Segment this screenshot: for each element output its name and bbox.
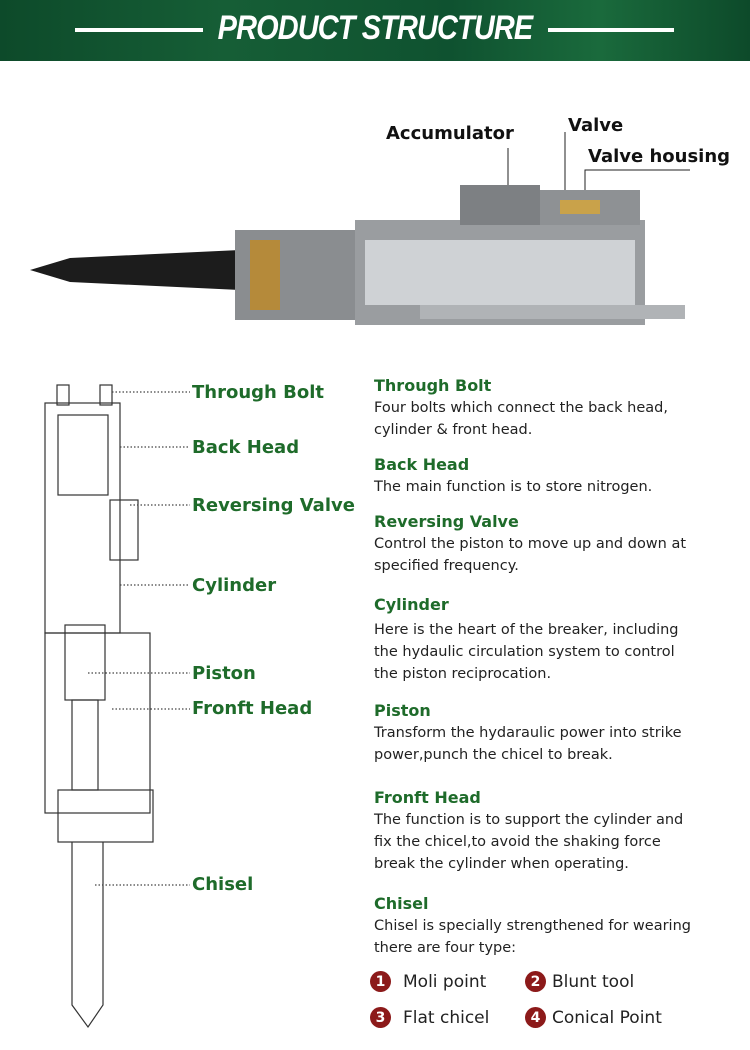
label-through-bolt: Through Bolt [192, 382, 324, 403]
section-title: Through Bolt [374, 376, 492, 395]
label-chisel: Chisel [192, 874, 254, 895]
divider [548, 28, 674, 32]
page-title: PRODUCT STRUCTURE [217, 9, 534, 47]
number-badge: 1 [370, 971, 391, 992]
label-back-head: Back Head [192, 437, 300, 458]
label-reversing-valve: Reversing Valve [192, 495, 355, 516]
text-line: The main function is to store nitrogen. [374, 479, 653, 495]
header-banner: PRODUCT STRUCTURE [0, 0, 750, 61]
label-cylinder: Cylinder [192, 575, 277, 596]
label-valve-housing: Valve housing [588, 146, 731, 167]
section-title: Cylinder [374, 595, 449, 614]
label-piston: Piston [192, 663, 256, 684]
text-line: power,punch the chicel to break. [374, 747, 613, 763]
text-line: specified frequency. [374, 558, 519, 574]
number-badge: 4 [525, 1007, 546, 1028]
text-line: fix the chicel,to avoid the shaking forc… [374, 834, 661, 850]
breaker-cutaway-illustration [30, 132, 690, 325]
text-line: Chisel is specially strengthened for wea… [374, 918, 691, 934]
chisel-type-label: Blunt tool [552, 971, 635, 992]
breaker-section-drawing [44, 384, 190, 1029]
text-line: Here is the heart of the breaker, includ… [374, 622, 679, 638]
section-title: Fronft Head [374, 788, 481, 807]
chisel-type-item: 4 Conical Point [525, 1007, 662, 1028]
section-title: Reversing Valve [374, 512, 519, 531]
label-accumulator: Accumulator [386, 123, 514, 144]
section-title: Back Head [374, 455, 470, 474]
label-front-head: Fronft Head [192, 698, 313, 719]
text-line: cylinder & front head. [374, 422, 533, 438]
section-title: Chisel [374, 894, 429, 913]
text-line: The function is to support the cylinder … [374, 812, 684, 828]
chisel-type-label: Flat chicel [403, 1007, 490, 1028]
text-line: there are four type: [374, 940, 517, 956]
text-line: Transform the hydaraulic power into stri… [374, 725, 682, 741]
number-badge: 3 [370, 1007, 391, 1028]
chisel-type-item: 1 Moli point [370, 971, 486, 992]
text-line: the piston reciprocation. [374, 666, 552, 682]
text-line: the hydaulic circulation system to contr… [374, 644, 675, 660]
chisel-type-item: 2 Blunt tool [525, 971, 634, 992]
label-valve: Valve [568, 115, 624, 136]
number-badge: 2 [525, 971, 546, 992]
text-line: Four bolts which connect the back head, [374, 400, 668, 416]
divider [75, 28, 203, 32]
section-title: Piston [374, 701, 431, 720]
chisel-type-label: Moli point [403, 971, 487, 992]
chisel-type-item: 3 Flat chicel [370, 1007, 489, 1028]
chisel-type-label: Conical Point [552, 1007, 662, 1028]
text-line: Control the piston to move up and down a… [374, 536, 687, 552]
text-line: break the cylinder when operating. [374, 856, 629, 872]
